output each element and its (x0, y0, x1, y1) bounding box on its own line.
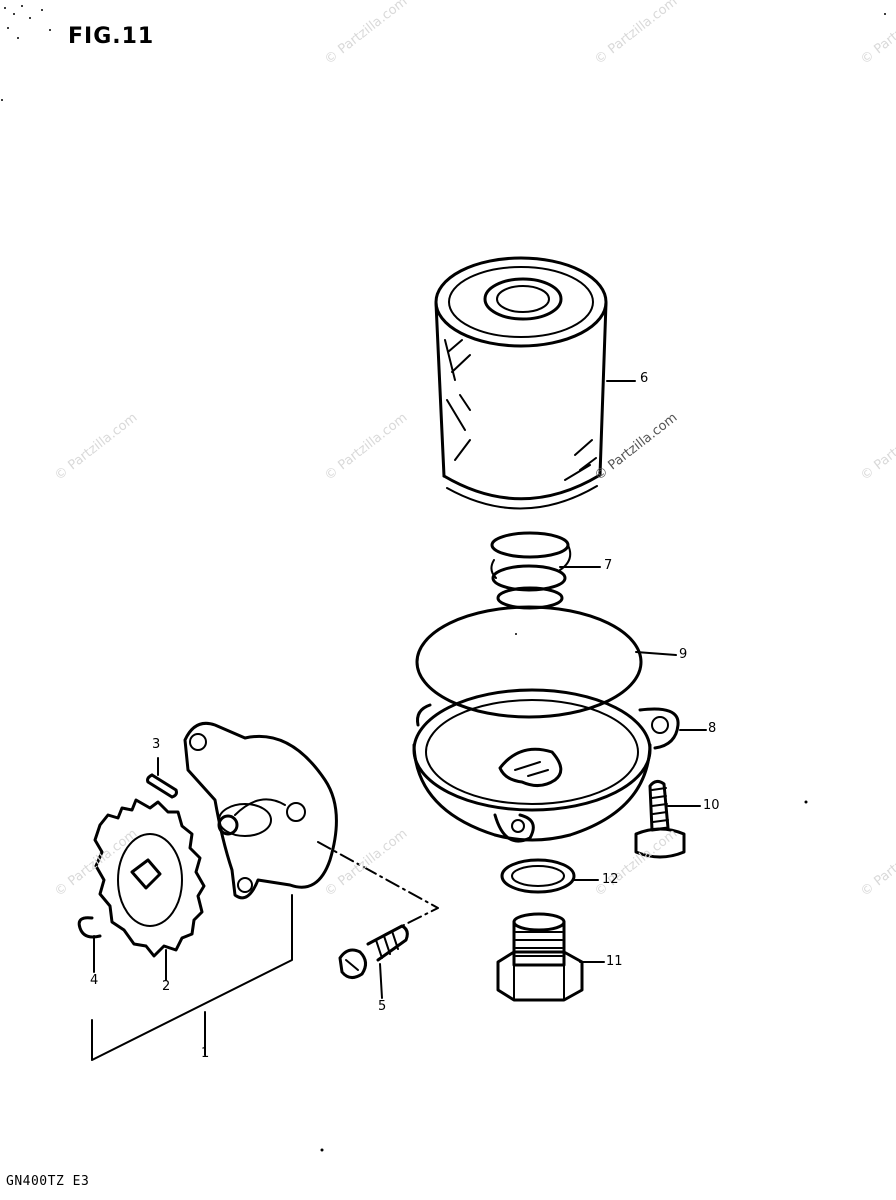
oil-pump (183, 721, 338, 900)
callout-2: 2 (162, 979, 171, 994)
callout-8: 8 (708, 721, 717, 736)
oil-filter-print (444, 339, 597, 481)
callout-11: 11 (606, 954, 623, 969)
alignment-line (317, 841, 439, 937)
callout-4: 4 (90, 973, 99, 988)
callout-6: 6 (640, 371, 649, 386)
oil-pump-gear (93, 798, 206, 958)
callout-12: 12 (602, 872, 619, 887)
figure-title: FIG.11 (68, 24, 155, 49)
drain-plug (496, 912, 584, 1002)
o-ring (415, 605, 643, 719)
assembly-bracket (91, 894, 293, 1061)
callout-10: 10 (703, 798, 720, 813)
callout-7: 7 (604, 558, 613, 573)
oil-filter-cap (412, 688, 680, 843)
circlip (77, 916, 102, 939)
callout-5: 5 (378, 999, 387, 1014)
callout-3: 3 (152, 737, 161, 752)
screw (338, 924, 409, 979)
spring (490, 531, 572, 610)
cap-center-boss (498, 747, 563, 787)
leader-lines (93, 380, 707, 999)
callout-9: 9 (679, 647, 688, 662)
footer-code: GN400TZ E3 (6, 1174, 90, 1189)
bolt (634, 779, 686, 859)
callout-1: 1 (201, 1046, 210, 1061)
scan-speckles (1, 5, 886, 1152)
pin (146, 773, 178, 799)
gasket (500, 858, 576, 894)
oil-filter (434, 256, 608, 510)
